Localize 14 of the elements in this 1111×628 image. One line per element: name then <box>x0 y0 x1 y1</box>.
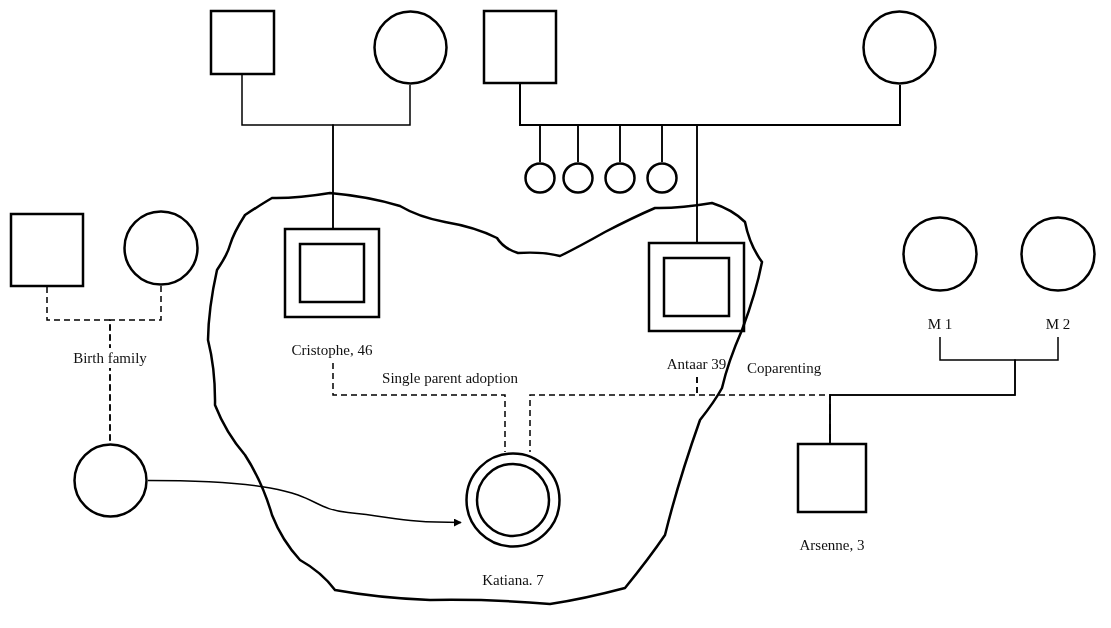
connector-line <box>332 84 411 229</box>
person-name: M 1 <box>927 315 953 334</box>
person-name: Arsenne, 3 <box>799 536 865 555</box>
person-name: Katiana. 7 <box>482 571 544 590</box>
connector-line <box>109 285 162 444</box>
connector-line <box>696 84 901 243</box>
person-name: Antaar 39 <box>666 355 727 374</box>
connector-line <box>332 362 506 453</box>
arrow <box>147 479 462 527</box>
person-name: M 2 <box>1045 315 1071 334</box>
edge-label: Birth family <box>71 348 149 368</box>
caption-text: Single parent adoption <box>381 369 519 388</box>
connector-line <box>829 336 1059 444</box>
person-name: Cristophe, 46 <box>291 341 373 360</box>
